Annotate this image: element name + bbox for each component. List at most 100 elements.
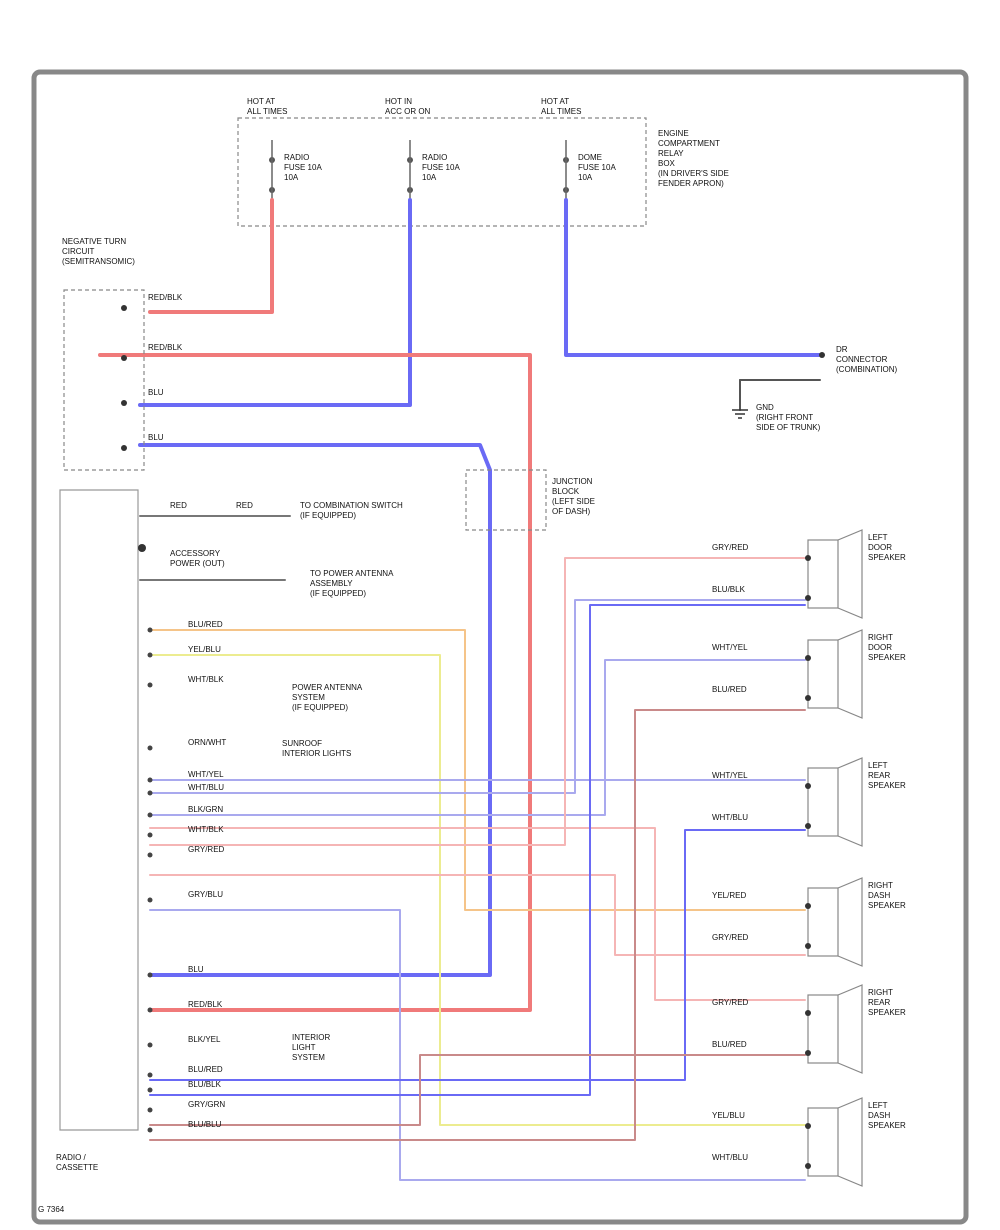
radio-pin [147, 812, 153, 818]
radio-pin [147, 627, 153, 633]
fuse-heading: ACC OR ON [385, 107, 431, 116]
fuse-box-label: ENGINE [658, 129, 689, 138]
speaker-label: DOOR [868, 643, 892, 652]
signal-label: POWER (OUT) [170, 559, 225, 568]
speaker-pin [805, 903, 811, 909]
speaker-wire-label: GRY/RED [712, 543, 749, 552]
speaker-wire-label: WHT/BLU [712, 813, 748, 822]
speaker-label: RIGHT [868, 988, 893, 997]
left-note: SYSTEM [292, 1053, 325, 1062]
left-wire-label: BLU/RED [188, 620, 223, 629]
radio-pin [147, 897, 153, 903]
radio-pin [147, 745, 153, 751]
radio-pin [147, 832, 153, 838]
ignition-label: NEGATIVE TURN [62, 237, 126, 246]
connector-pin [121, 305, 127, 311]
speaker-pin [805, 595, 811, 601]
amp-note: TO POWER ANTENNA [310, 569, 394, 578]
speaker-label: DOOR [868, 543, 892, 552]
speaker-pin [805, 783, 811, 789]
amp-note: ASSEMBLY [310, 579, 353, 588]
speaker-label: LEFT [868, 761, 888, 770]
wire-brown2 [149, 709, 806, 1141]
fuse-rating: FUSE 10A [422, 163, 460, 172]
junction-label: (LEFT SIDE [552, 497, 595, 506]
speaker-cone [837, 984, 863, 1074]
wire-pink3 [149, 874, 806, 956]
left-wire-label: WHT/BLK [188, 675, 224, 684]
speaker-label: SPEAKER [868, 1121, 906, 1130]
radio-pin [147, 1127, 153, 1133]
wire-lblue2 [149, 599, 806, 794]
radio-pin [147, 777, 153, 783]
radio-pin [147, 1007, 153, 1013]
left-note: LIGHT [292, 1043, 316, 1052]
speaker-label: REAR [868, 771, 890, 780]
connector-pin [121, 400, 127, 406]
left-note: INTERIOR [292, 1033, 330, 1042]
left-wire-label: BLU/BLU [188, 1120, 222, 1129]
fuse-heading: HOT IN [385, 97, 412, 106]
junction-label: OF DASH) [552, 507, 591, 516]
left-wire-label: ORN/WHT [188, 738, 226, 747]
radio-label: RADIO / [56, 1153, 87, 1162]
left-wire-label: YEL/BLU [188, 645, 221, 654]
left-wire-label: GRY/BLU [188, 890, 223, 899]
fuse-rating: 10A [284, 173, 299, 182]
speaker-wire-label: BLU/RED [712, 1040, 747, 1049]
signal-label: RED [236, 501, 253, 510]
speaker-pin [805, 1123, 811, 1129]
connector-pin [138, 544, 146, 552]
speaker-pin [805, 1163, 811, 1169]
speaker-box [807, 767, 839, 837]
radio-pin [147, 790, 153, 796]
speaker-wire-label: GRY/RED [712, 933, 749, 942]
left-wire-label: GRY/RED [188, 845, 225, 854]
left-note: (IF EQUIPPED) [292, 703, 348, 712]
wire-red-fuse1 [148, 198, 274, 314]
speaker-pin [805, 1050, 811, 1056]
signal-label: ACCESSORY [170, 549, 221, 558]
radio-label: CASSETTE [56, 1163, 98, 1172]
connector-pin [121, 355, 127, 361]
wire-red-main [98, 353, 532, 1012]
left-wire-label: BLU/BLK [188, 1080, 222, 1089]
speaker-wire-label: WHT/BLU [712, 1153, 748, 1162]
connector-pin [121, 445, 127, 451]
left-wire-label: BLK/GRN [188, 805, 223, 814]
ground-label: SIDE OF TRUNK) [756, 423, 821, 432]
wire-yellow [149, 654, 806, 1126]
speaker-box [807, 539, 839, 609]
fuse-box [237, 117, 647, 227]
ground-icon [732, 409, 748, 419]
fuse-rating: 10A [578, 173, 593, 182]
illum-note: (IF EQUIPPED) [300, 511, 356, 520]
wire-pink2 [149, 557, 806, 846]
radio-pin [147, 682, 153, 688]
fuse-heading: HOT AT [541, 97, 569, 106]
fuse-rating: FUSE 10A [284, 163, 322, 172]
speaker-label: SPEAKER [868, 1008, 906, 1017]
wire-blue-lf [149, 604, 806, 1096]
fuse-heading: HOT AT [247, 97, 275, 106]
speaker-wire-label: BLU/RED [712, 685, 747, 694]
diagram-frame [31, 69, 969, 1225]
speaker-cone [837, 757, 863, 847]
radio-pin [147, 652, 153, 658]
junction-label: JUNCTION [552, 477, 593, 486]
wire-lblue3 [149, 659, 806, 816]
wire-orange [149, 629, 806, 911]
illum-note: TO COMBINATION SWITCH [300, 501, 403, 510]
left-wire-label: BLU [188, 965, 204, 974]
left-wire-label: RED/BLK [188, 1000, 223, 1009]
speaker-label: LEFT [868, 1101, 888, 1110]
speaker-label: SPEAKER [868, 553, 906, 562]
radio-pin [147, 1072, 153, 1078]
speaker-box [807, 1107, 839, 1177]
speaker-pin [805, 555, 811, 561]
speaker-cone [837, 529, 863, 619]
fuse-box-label: RELAY [658, 149, 684, 158]
fuse-box-label: (IN DRIVER'S SIDE [658, 169, 729, 178]
speaker-cone [837, 877, 863, 967]
